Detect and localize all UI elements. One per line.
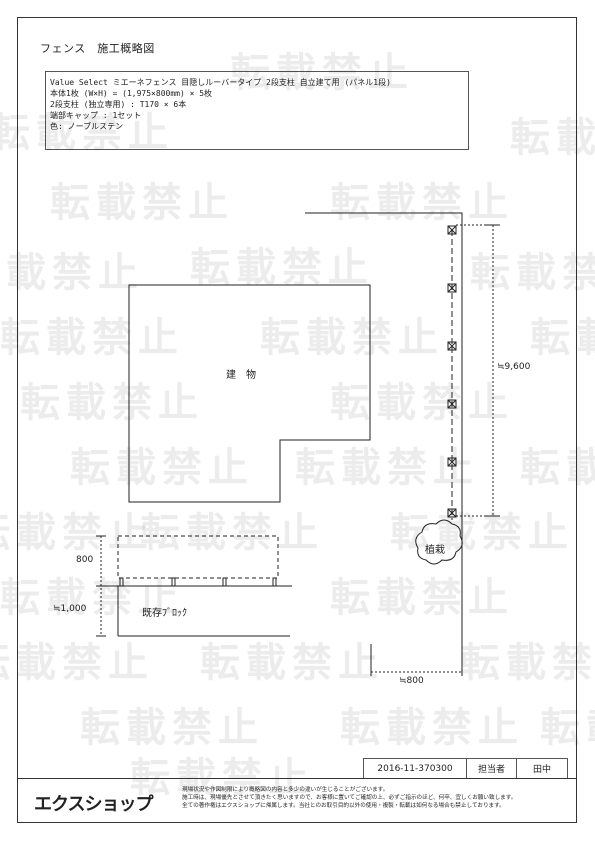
dim-bottom-label: ≒800	[399, 676, 424, 686]
spec-line-post: 2段支柱 (独立専用) : T170 × 6本	[50, 100, 187, 109]
fence-post-markers	[447, 225, 457, 518]
fence-post	[447, 508, 457, 518]
building-outline	[128, 284, 371, 503]
spec-box: Value Select ミエーネフェンス 目隠しルーバータイプ 2段支柱 自立…	[45, 71, 469, 150]
dim-right-label: ≒9,600	[497, 362, 531, 372]
spec-line-panel: 本体1枚 (W×H) = (1,975×800mm) × 5枚	[50, 89, 213, 98]
fence-post	[447, 457, 457, 467]
dim-left-top-label: 800	[76, 555, 94, 565]
planting-cloud	[415, 519, 463, 565]
spec-line-product: Value Select ミエーネフェンス 目隠しルーバータイプ 2段支柱 自立…	[50, 78, 391, 87]
fence-post	[447, 225, 457, 235]
doc-number: 2016-11-370300	[364, 759, 467, 778]
footer-note: 全ての著作権はエクスショップに帰属します。当社とのお取引目的以外の使用・複製・転…	[182, 803, 505, 809]
brand-logo: エクスショップ	[34, 794, 153, 815]
fence-post	[447, 399, 457, 409]
fence-planned-area	[117, 535, 279, 579]
block-label: 既存ﾌﾞﾛｯｸ	[142, 608, 187, 619]
spec-line-color: 色: ノーブルステン	[50, 122, 124, 131]
staff-label: 担当者	[467, 759, 517, 778]
fence-post	[447, 341, 457, 351]
fence-posts-left	[119, 577, 277, 587]
footer-notes: 現場状況や作図制限により概略図の内容と多少の違いが生じることがございます。 施工…	[182, 786, 516, 810]
property-line-top-right	[305, 212, 463, 672]
dim-left-bottom-label: ≒1,000	[53, 604, 87, 614]
staff-name: 田中	[532, 765, 551, 775]
footer-note: 現場状況や作図制限により概略図の内容と多少の違いが生じることがございます。	[182, 787, 389, 793]
planting-label: 植栽	[425, 545, 445, 556]
spec-line-cap: 端部キャップ : 1セット	[50, 111, 142, 120]
footer	[17, 778, 577, 824]
page-title: フェンス 施工概略図	[40, 42, 155, 55]
meta-row: 2016-11-370300 担当者 田中	[363, 758, 568, 778]
building-label: 建 物	[226, 370, 256, 381]
footer-note: 施工時は、現場優先とさせて頂きたく思いますので、お客様に置いてご確認の上、必ずご…	[182, 795, 517, 801]
page-border	[17, 17, 577, 823]
fence-post	[447, 283, 457, 293]
